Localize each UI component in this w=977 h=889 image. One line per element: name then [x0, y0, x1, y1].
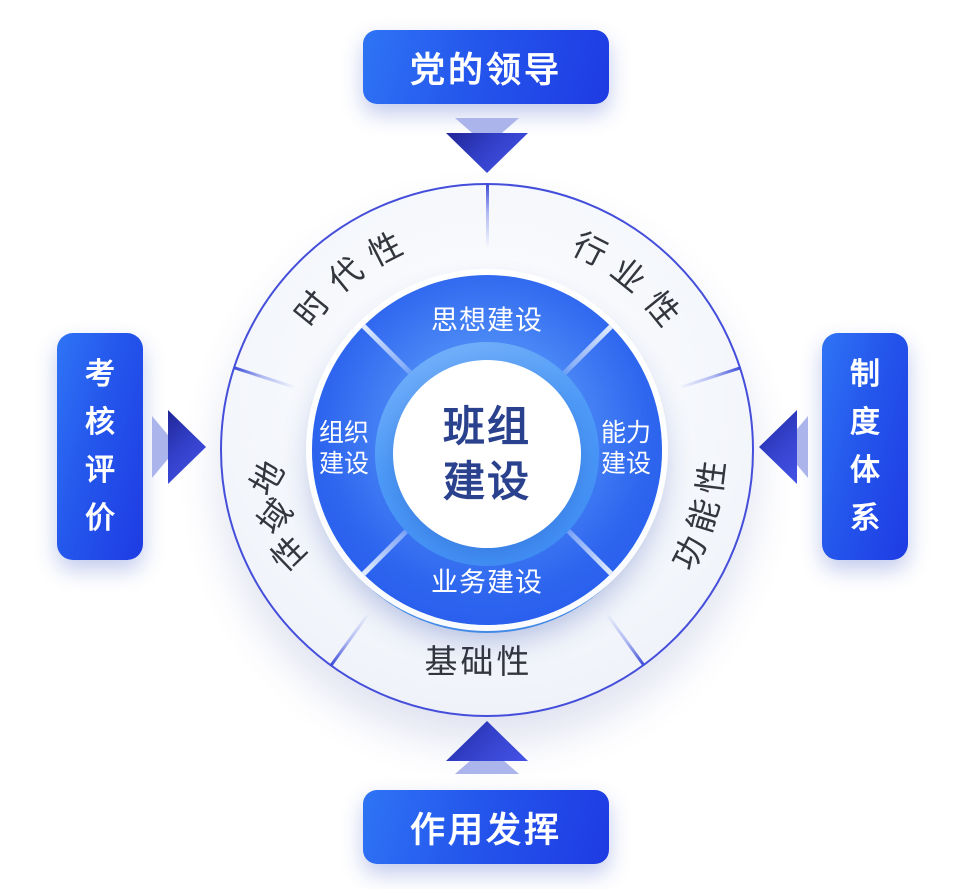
inner-sector-capability: 能力 建设: [601, 418, 651, 480]
outer-sector-label-char: 础: [460, 643, 494, 680]
outer-sector-label-char: 性: [691, 458, 732, 496]
arrow-left-dark-icon: [759, 410, 797, 484]
inner-sector-ideology: 思想建设: [431, 305, 543, 336]
inner-sector-organization-line1: 组织: [318, 419, 370, 447]
center-title: 班组 建设: [443, 399, 531, 509]
center-title-line1: 班组: [442, 403, 532, 450]
vertical-label-char: 核: [85, 405, 115, 439]
center-circle: [393, 360, 581, 548]
vertical-label-char: 价: [85, 501, 115, 535]
node-role-play: 作用发挥: [363, 790, 609, 864]
outer-sector-label-char: 基: [424, 643, 458, 680]
arrow-right-dark-icon: [168, 410, 206, 484]
node-party-leadership-label: 党的领导: [409, 50, 562, 90]
vertical-label-char: 制: [850, 357, 880, 391]
wheel: 时代性行业性功能性基础性地域性 班组 建设 思想建设 业务建设 组织 建设 能力…: [220, 183, 754, 717]
node-institution-system: 制度体系: [822, 333, 908, 560]
vertical-label-char: 体: [850, 453, 880, 487]
outer-divider: [485, 184, 489, 248]
node-role-play-label: 作用发挥: [409, 810, 562, 850]
outer-sector-label-char: 性: [496, 643, 530, 680]
node-party-leadership: 党的领导: [363, 30, 609, 104]
arrow-up-dark-icon: [446, 721, 528, 761]
vertical-label-char: 度: [850, 405, 880, 439]
inner-sector-capability-line1: 能力: [600, 419, 652, 447]
inner-sector-organization-line2: 建设: [318, 450, 370, 478]
vertical-label-char: 考: [85, 357, 115, 391]
inner-sector-business: 业务建设: [431, 567, 543, 598]
vertical-label-char: 评: [85, 453, 115, 487]
vertical-label-char: 系: [850, 501, 880, 535]
inner-sector-organization: 组织 建设: [319, 418, 369, 480]
node-assessment-evaluation: 考核评价: [57, 333, 143, 560]
arrow-down-dark-icon: [446, 133, 528, 173]
inner-sector-capability-line2: 建设: [600, 450, 652, 478]
center-title-line2: 建设: [442, 458, 532, 505]
